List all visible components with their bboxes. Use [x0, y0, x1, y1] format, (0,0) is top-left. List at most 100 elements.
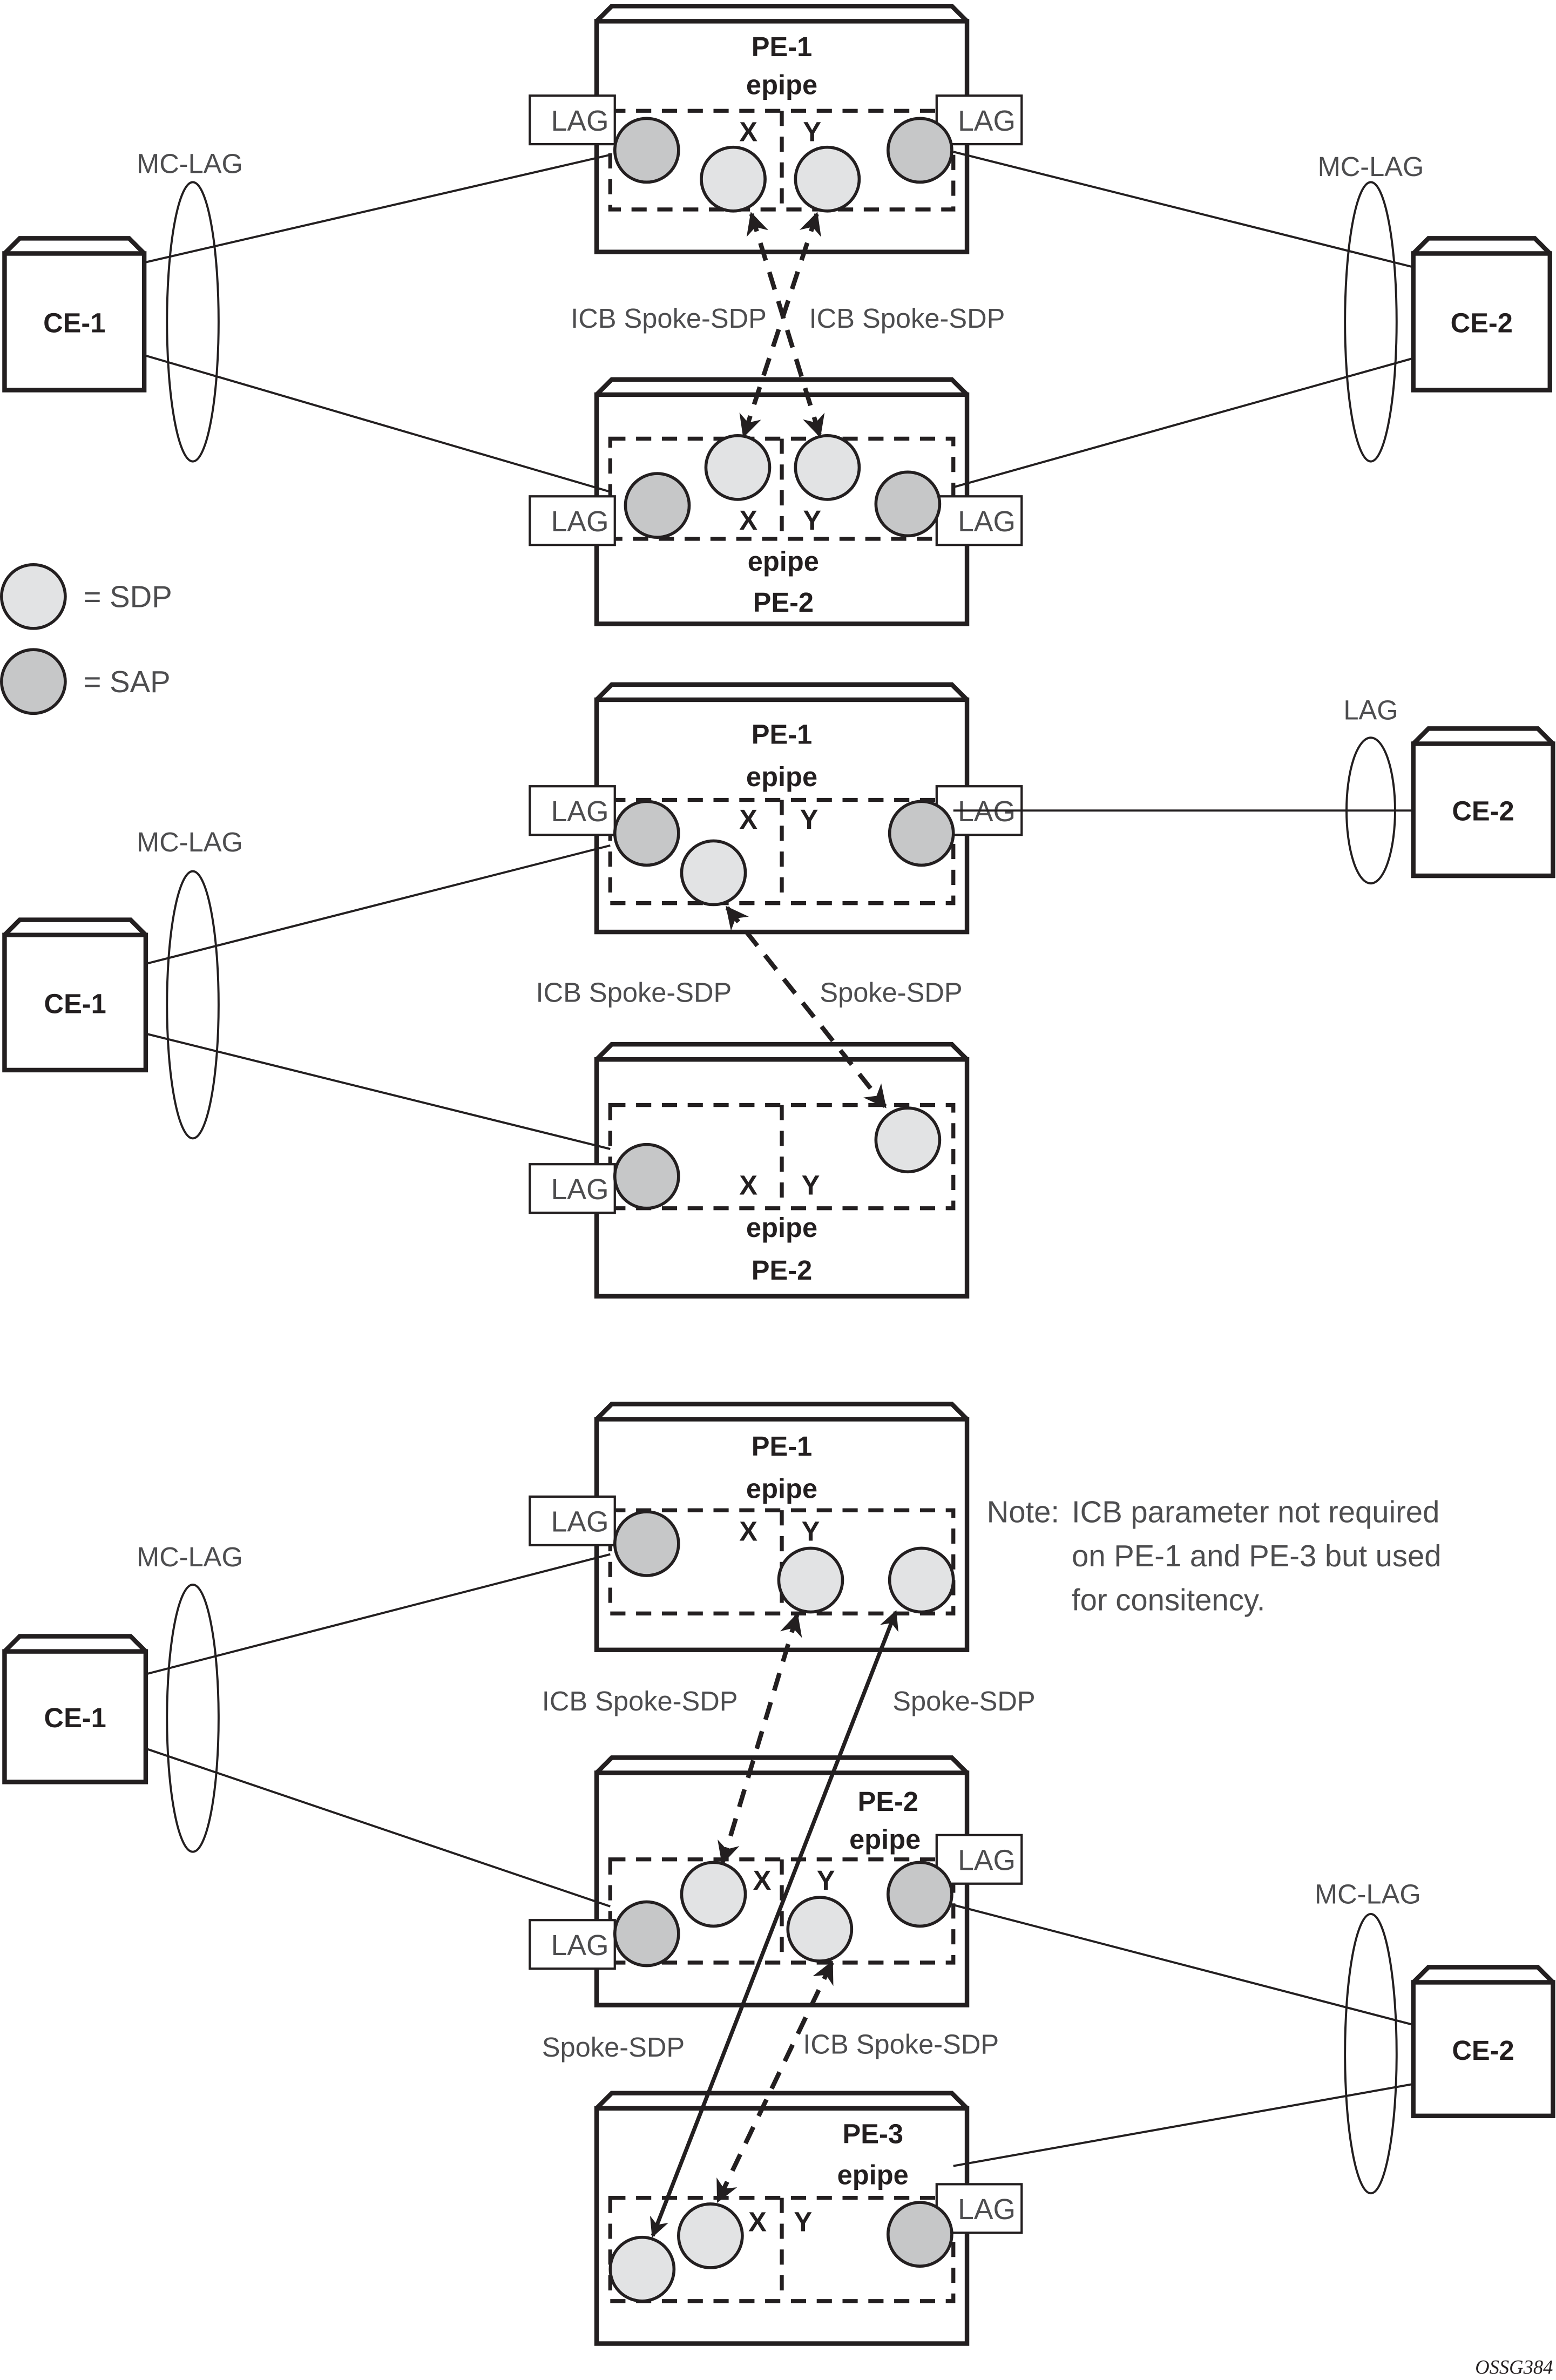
ce1-box-s3-label: CE-1: [44, 1702, 106, 1733]
pe2-label-s3: PE-2: [858, 1786, 918, 1817]
pe1-label-s2: PE-1: [752, 719, 812, 750]
sap-circle: [888, 800, 955, 867]
epipe-label-s3-pe3: epipe: [837, 2159, 909, 2190]
icb-spoke-sdp-label: ICB Spoke-SDP: [536, 977, 732, 1008]
sdp-circle: [874, 1106, 942, 1174]
lag-s2-pe1-left: [529, 785, 616, 836]
spoke-sdp-arrow: [650, 1610, 899, 2238]
y-label: Y: [803, 116, 821, 147]
box-body: [1411, 251, 1552, 393]
box-roof: [595, 4, 969, 23]
sdp-circle: [704, 434, 772, 501]
epipe-label-s2-pe2: epipe: [746, 1212, 817, 1243]
y-label: Y: [802, 1169, 820, 1200]
sdp-circle: [794, 434, 861, 501]
lag-s1-pe1-right: [935, 94, 1023, 146]
note-prefix: Note:: [987, 1495, 1059, 1529]
sdp-circle: [777, 1546, 844, 1614]
mc-lag-ellipse: [166, 181, 220, 463]
x-label: X: [739, 804, 757, 835]
y-label: Y: [803, 505, 821, 536]
y-label: Y: [800, 804, 818, 835]
note-line-2: on PE-1 and PE-3 but used: [1072, 1539, 1442, 1573]
icb-spoke-sdp-label: ICB Spoke-SDP: [571, 303, 767, 334]
box-roof: [595, 1402, 969, 1421]
ce2-box-s3: [1411, 1965, 1555, 2119]
epipe-label-s3-pe2: epipe: [849, 1824, 921, 1855]
epipe-label-s3-pe1: epipe: [746, 1473, 817, 1504]
icb-spoke-sdp-arrow: [739, 212, 821, 438]
legend-sap-icon: [0, 648, 67, 715]
legend-sap-label: = SAP: [84, 665, 171, 699]
ce1-box-s1: [2, 236, 147, 393]
sap-circle: [613, 1900, 680, 1967]
ce2-box-s2-label: CE-2: [1452, 795, 1514, 826]
epipe-service-s1-pe1: [608, 109, 956, 212]
epipe-service-s1-pe2: [608, 436, 956, 541]
sdp-circle: [677, 2202, 744, 2269]
lag-s1-pe1-left: [529, 94, 616, 146]
epipe-service-s3-pe3: [608, 2195, 956, 2303]
mc-lag-ellipse: [166, 1583, 220, 1853]
box-roof: [3, 917, 147, 937]
figure-id: OSSG384: [1475, 2356, 1553, 2378]
x-label: X: [753, 1865, 772, 1896]
box-roof: [3, 236, 146, 255]
sdp-circle: [786, 1896, 854, 1963]
box-body: [2, 932, 148, 1073]
mc-lag-label-ce2: MC-LAG: [1315, 1878, 1421, 1909]
ce1-box-s3: [2, 1634, 148, 1784]
lag-s1-pe2-left: [529, 495, 616, 546]
lag-s3-pe2-left: [529, 1919, 616, 1970]
x-label: X: [739, 1516, 757, 1546]
box-roof: [595, 682, 969, 701]
epipe-label-s1-pe1: epipe: [746, 69, 817, 100]
x-label: X: [748, 2207, 767, 2237]
sap-circle: [613, 117, 680, 184]
x-label: X: [739, 505, 757, 536]
sdp-circle: [608, 2235, 676, 2303]
lag-s2-pe1-right-label: LAG: [958, 796, 1016, 828]
pe2-ce2-link: [953, 357, 1414, 489]
lag-s3-pe3-right-label: LAG: [958, 2194, 1016, 2226]
box-roof: [3, 1634, 147, 1653]
pe2-label-s2: PE-2: [752, 1255, 812, 1286]
sap-circle: [613, 800, 680, 867]
lag-s3-pe2-right: [935, 1834, 1023, 1885]
mc-lag-label-ce1: MC-LAG: [137, 1541, 243, 1572]
icb-spoke-sdp-arrow: [725, 905, 887, 1108]
pe1-label-s1: PE-1: [752, 31, 812, 62]
pe2-label-s1: PE-2: [753, 587, 814, 618]
ce1-pe1-link: [144, 153, 611, 264]
lag-label-ce2: LAG: [1343, 695, 1398, 726]
mc-lag-ellipse: [1344, 1912, 1398, 2195]
lag-s1-pe2-left-label: LAG: [551, 506, 609, 538]
ce2-box-s3-label: CE-2: [1452, 2035, 1514, 2066]
lag-s1-pe2-right-label: LAG: [958, 506, 1016, 538]
box-body: [1411, 741, 1555, 878]
pe1-ce2-link: [953, 151, 1414, 268]
lag-s3-pe1-left: [529, 1495, 616, 1546]
pe1-label-s3: PE-1: [752, 1431, 812, 1462]
pe3-ce2-link: [953, 2082, 1414, 2167]
x-label: X: [739, 1169, 757, 1200]
mc-lag-label-ce1: MC-LAG: [137, 148, 243, 179]
spoke-sdp-label: Spoke-SDP: [542, 2032, 685, 2063]
lag-ellipse: [1345, 736, 1396, 885]
mc-lag-ellipse: [1344, 181, 1398, 463]
lag-s1-pe1-left-label: LAG: [551, 105, 609, 137]
lag-s3-pe1-left-label: LAG: [551, 1506, 609, 1538]
sdp-circle: [680, 1861, 747, 1928]
ce1-pe2-link: [145, 1747, 611, 1908]
x-label: X: [739, 116, 757, 147]
y-label: Y: [802, 1516, 820, 1546]
epipe-service-s3-pe1: [608, 1508, 956, 1615]
icb-spoke-sdp-label: ICB Spoke-SDP: [542, 1686, 738, 1716]
sap-circle: [887, 1861, 953, 1928]
box-body: [1411, 1980, 1555, 2119]
legend-sdp-label: = SDP: [84, 579, 172, 613]
ce2-box-s1: [1411, 236, 1552, 393]
mc-lag-label-ce2: MC-LAG: [1318, 151, 1424, 182]
sap-circle: [887, 2201, 953, 2268]
epipe-label-s2-pe1: epipe: [746, 761, 817, 792]
